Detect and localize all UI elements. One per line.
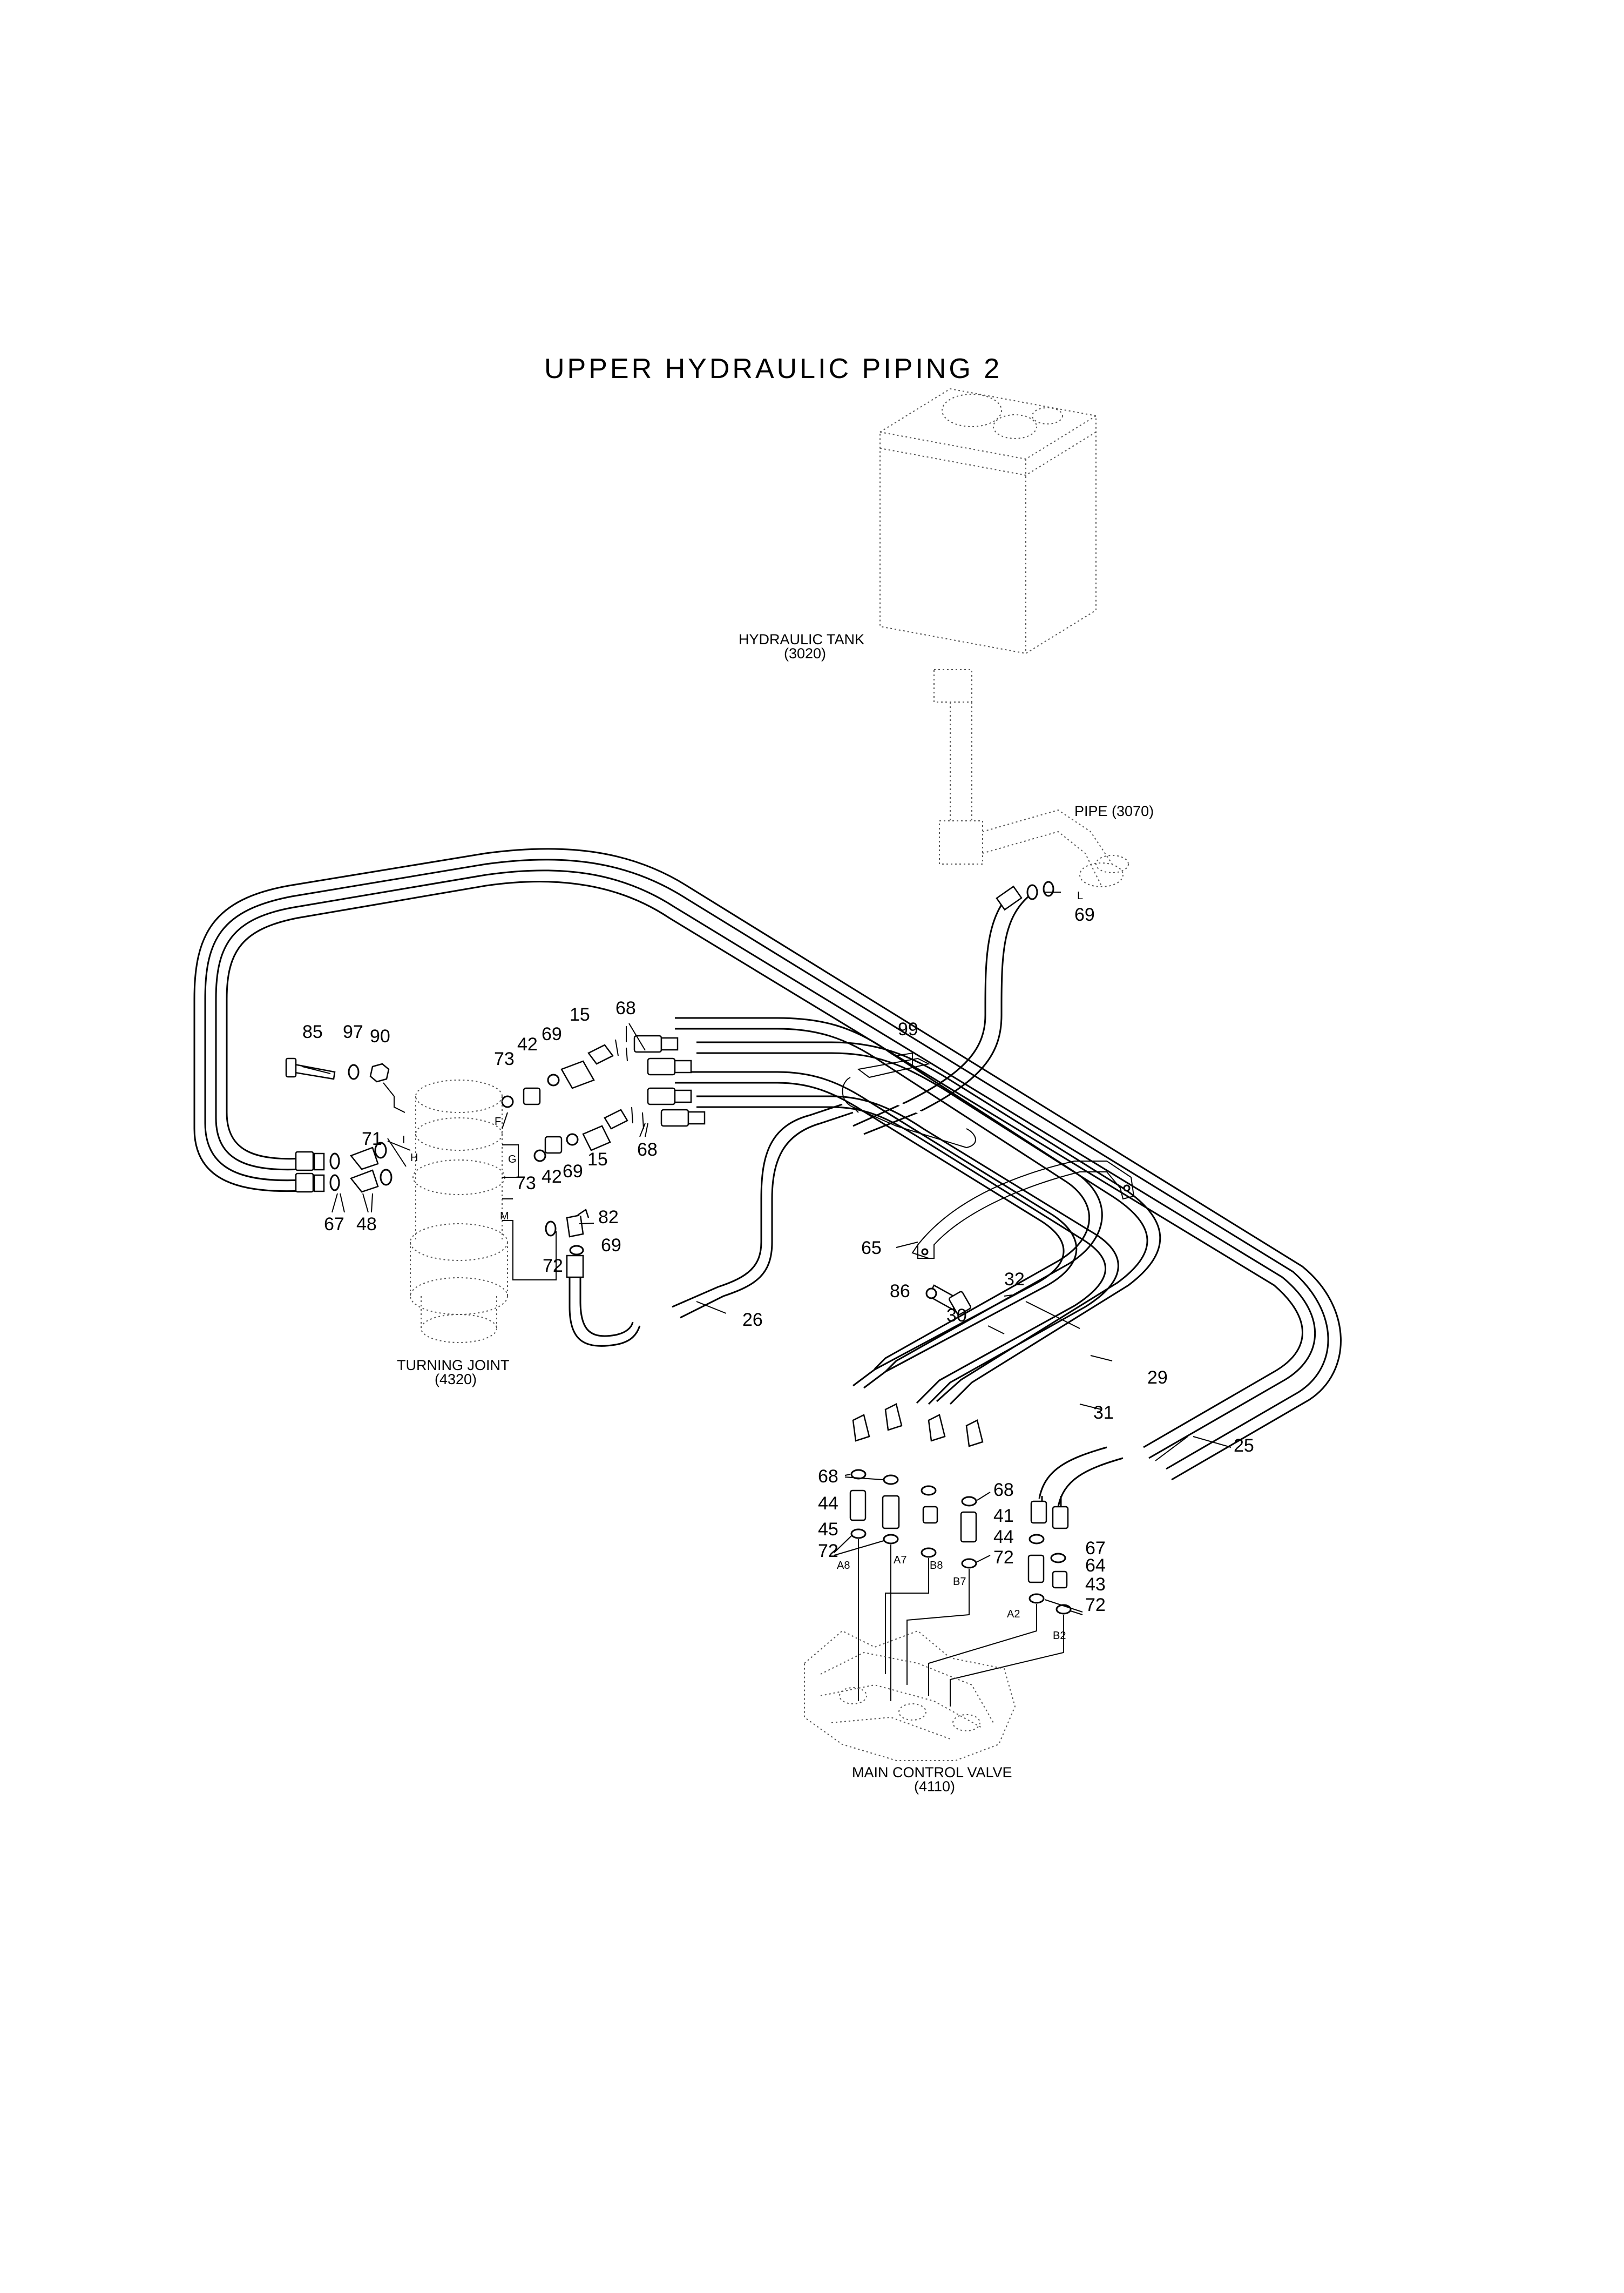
fittings-82-69-72 <box>545 1209 590 1256</box>
hydraulic-tank-ref: (3020) <box>784 645 826 662</box>
port-label-F: F <box>495 1116 501 1128</box>
elbows-48 <box>349 1142 393 1193</box>
hose-ends-lower <box>852 1403 1124 1529</box>
callout-90: 90 <box>370 1026 390 1047</box>
callout-97: 97 <box>343 1022 363 1042</box>
callout-64: 64 <box>1085 1555 1106 1576</box>
callout-65: 65 <box>861 1238 882 1258</box>
callout-45: 45 <box>818 1519 838 1540</box>
fittings-upper-row <box>501 1039 644 1162</box>
callout-42: 42 <box>517 1034 538 1055</box>
hydraulic-tank-name: HYDRAULIC TANK <box>739 631 864 648</box>
pipe-3070-label: PIPE (3070) <box>1074 803 1154 819</box>
callout-30: 30 <box>946 1305 967 1326</box>
nut-90 <box>369 1063 390 1083</box>
pipe-3070-drawing <box>1079 855 1129 887</box>
callout-43: 43 <box>1085 1574 1106 1595</box>
port-label-B8: B8 <box>930 1560 943 1572</box>
port-label-H: H <box>410 1152 418 1164</box>
callout-26: 26 <box>742 1310 763 1330</box>
callout-44: 44 <box>818 1493 838 1514</box>
callout-41: 41 <box>993 1506 1014 1526</box>
turning-joint-ref: (4320) <box>435 1371 477 1387</box>
washer-97 <box>348 1064 360 1080</box>
port-label-M: M <box>500 1210 509 1222</box>
callout-42-b: 42 <box>542 1166 562 1187</box>
diagram-title: UPPER HYDRAULIC PIPING 2 <box>544 353 1002 385</box>
o-rings-lower <box>850 1469 1072 1615</box>
callout-69-d: 69 <box>1074 905 1095 925</box>
callout-67-b: 67 <box>1085 1538 1106 1559</box>
port-label-A2: A2 <box>1007 1608 1020 1620</box>
hoses-25 <box>193 848 1342 1481</box>
callout-73-b: 73 <box>516 1173 536 1193</box>
bolt-85 <box>285 1057 336 1080</box>
callout-69-c: 69 <box>601 1235 621 1256</box>
callout-99: 99 <box>898 1019 918 1040</box>
callout-68-d: 68 <box>993 1480 1014 1500</box>
callout-leaders <box>331 892 1231 1615</box>
callout-31: 31 <box>1093 1402 1114 1423</box>
main-control-valve-name: MAIN CONTROL VALVE <box>852 1764 1012 1781</box>
port-label-A8: A8 <box>837 1560 850 1572</box>
port-label-B7: B7 <box>953 1576 966 1588</box>
callout-68: 68 <box>615 998 636 1019</box>
hose-ends-left <box>295 1151 340 1193</box>
clamp-99 <box>841 1052 976 1149</box>
callout-67: 67 <box>324 1214 344 1235</box>
callout-72-b: 72 <box>818 1541 838 1561</box>
hoses-29-31 <box>696 1041 1161 1405</box>
port-label-A7: A7 <box>894 1554 906 1566</box>
callout-86: 86 <box>890 1281 910 1301</box>
adapters-44-45-41-64-43 <box>849 1489 1068 1589</box>
callout-numbers: 85 97 90 73 42 69 15 68 99 71 67 48 73 4… <box>302 905 1254 1615</box>
turning-joint-drawing <box>410 1080 508 1343</box>
port-label-I: I <box>402 1134 405 1146</box>
bolt-86 <box>925 1284 971 1316</box>
callout-29: 29 <box>1147 1367 1168 1388</box>
callout-72-c: 72 <box>993 1547 1014 1568</box>
callout-68-c: 68 <box>818 1466 838 1487</box>
callout-69: 69 <box>542 1024 562 1044</box>
hose-turning-joint-drop <box>566 1255 641 1347</box>
callout-85: 85 <box>302 1022 323 1042</box>
hose-26 <box>672 1103 854 1319</box>
callout-73: 73 <box>494 1049 515 1069</box>
hose-ends-upper <box>633 1035 706 1127</box>
callout-44-b: 44 <box>993 1527 1014 1547</box>
turning-joint-leaders <box>502 1112 557 1280</box>
callout-68-b: 68 <box>637 1139 658 1160</box>
callout-72-d: 72 <box>1085 1595 1106 1615</box>
callout-15-b: 15 <box>587 1149 608 1170</box>
hydraulic-tank-drawing <box>879 388 1113 886</box>
callout-69-b: 69 <box>563 1161 583 1182</box>
main-control-valve-drawing <box>804 1630 1016 1761</box>
callout-82: 82 <box>598 1207 619 1228</box>
callout-25: 25 <box>1234 1435 1254 1456</box>
callout-48: 48 <box>356 1214 377 1235</box>
turning-joint-name: TURNING JOINT <box>397 1357 510 1373</box>
hoses-30-32 <box>675 1017 1103 1389</box>
port-label-B2: B2 <box>1053 1630 1066 1642</box>
port-label-G: G <box>508 1154 517 1165</box>
main-control-valve-ref: (4110) <box>914 1778 955 1795</box>
port-label-L: L <box>1077 890 1083 902</box>
clamp-65 <box>911 1161 1135 1259</box>
callout-15: 15 <box>570 1004 590 1025</box>
callout-71: 71 <box>362 1129 382 1149</box>
callout-32: 32 <box>1004 1269 1025 1290</box>
valve-leaders <box>858 1539 1064 1707</box>
callout-72: 72 <box>543 1256 563 1276</box>
